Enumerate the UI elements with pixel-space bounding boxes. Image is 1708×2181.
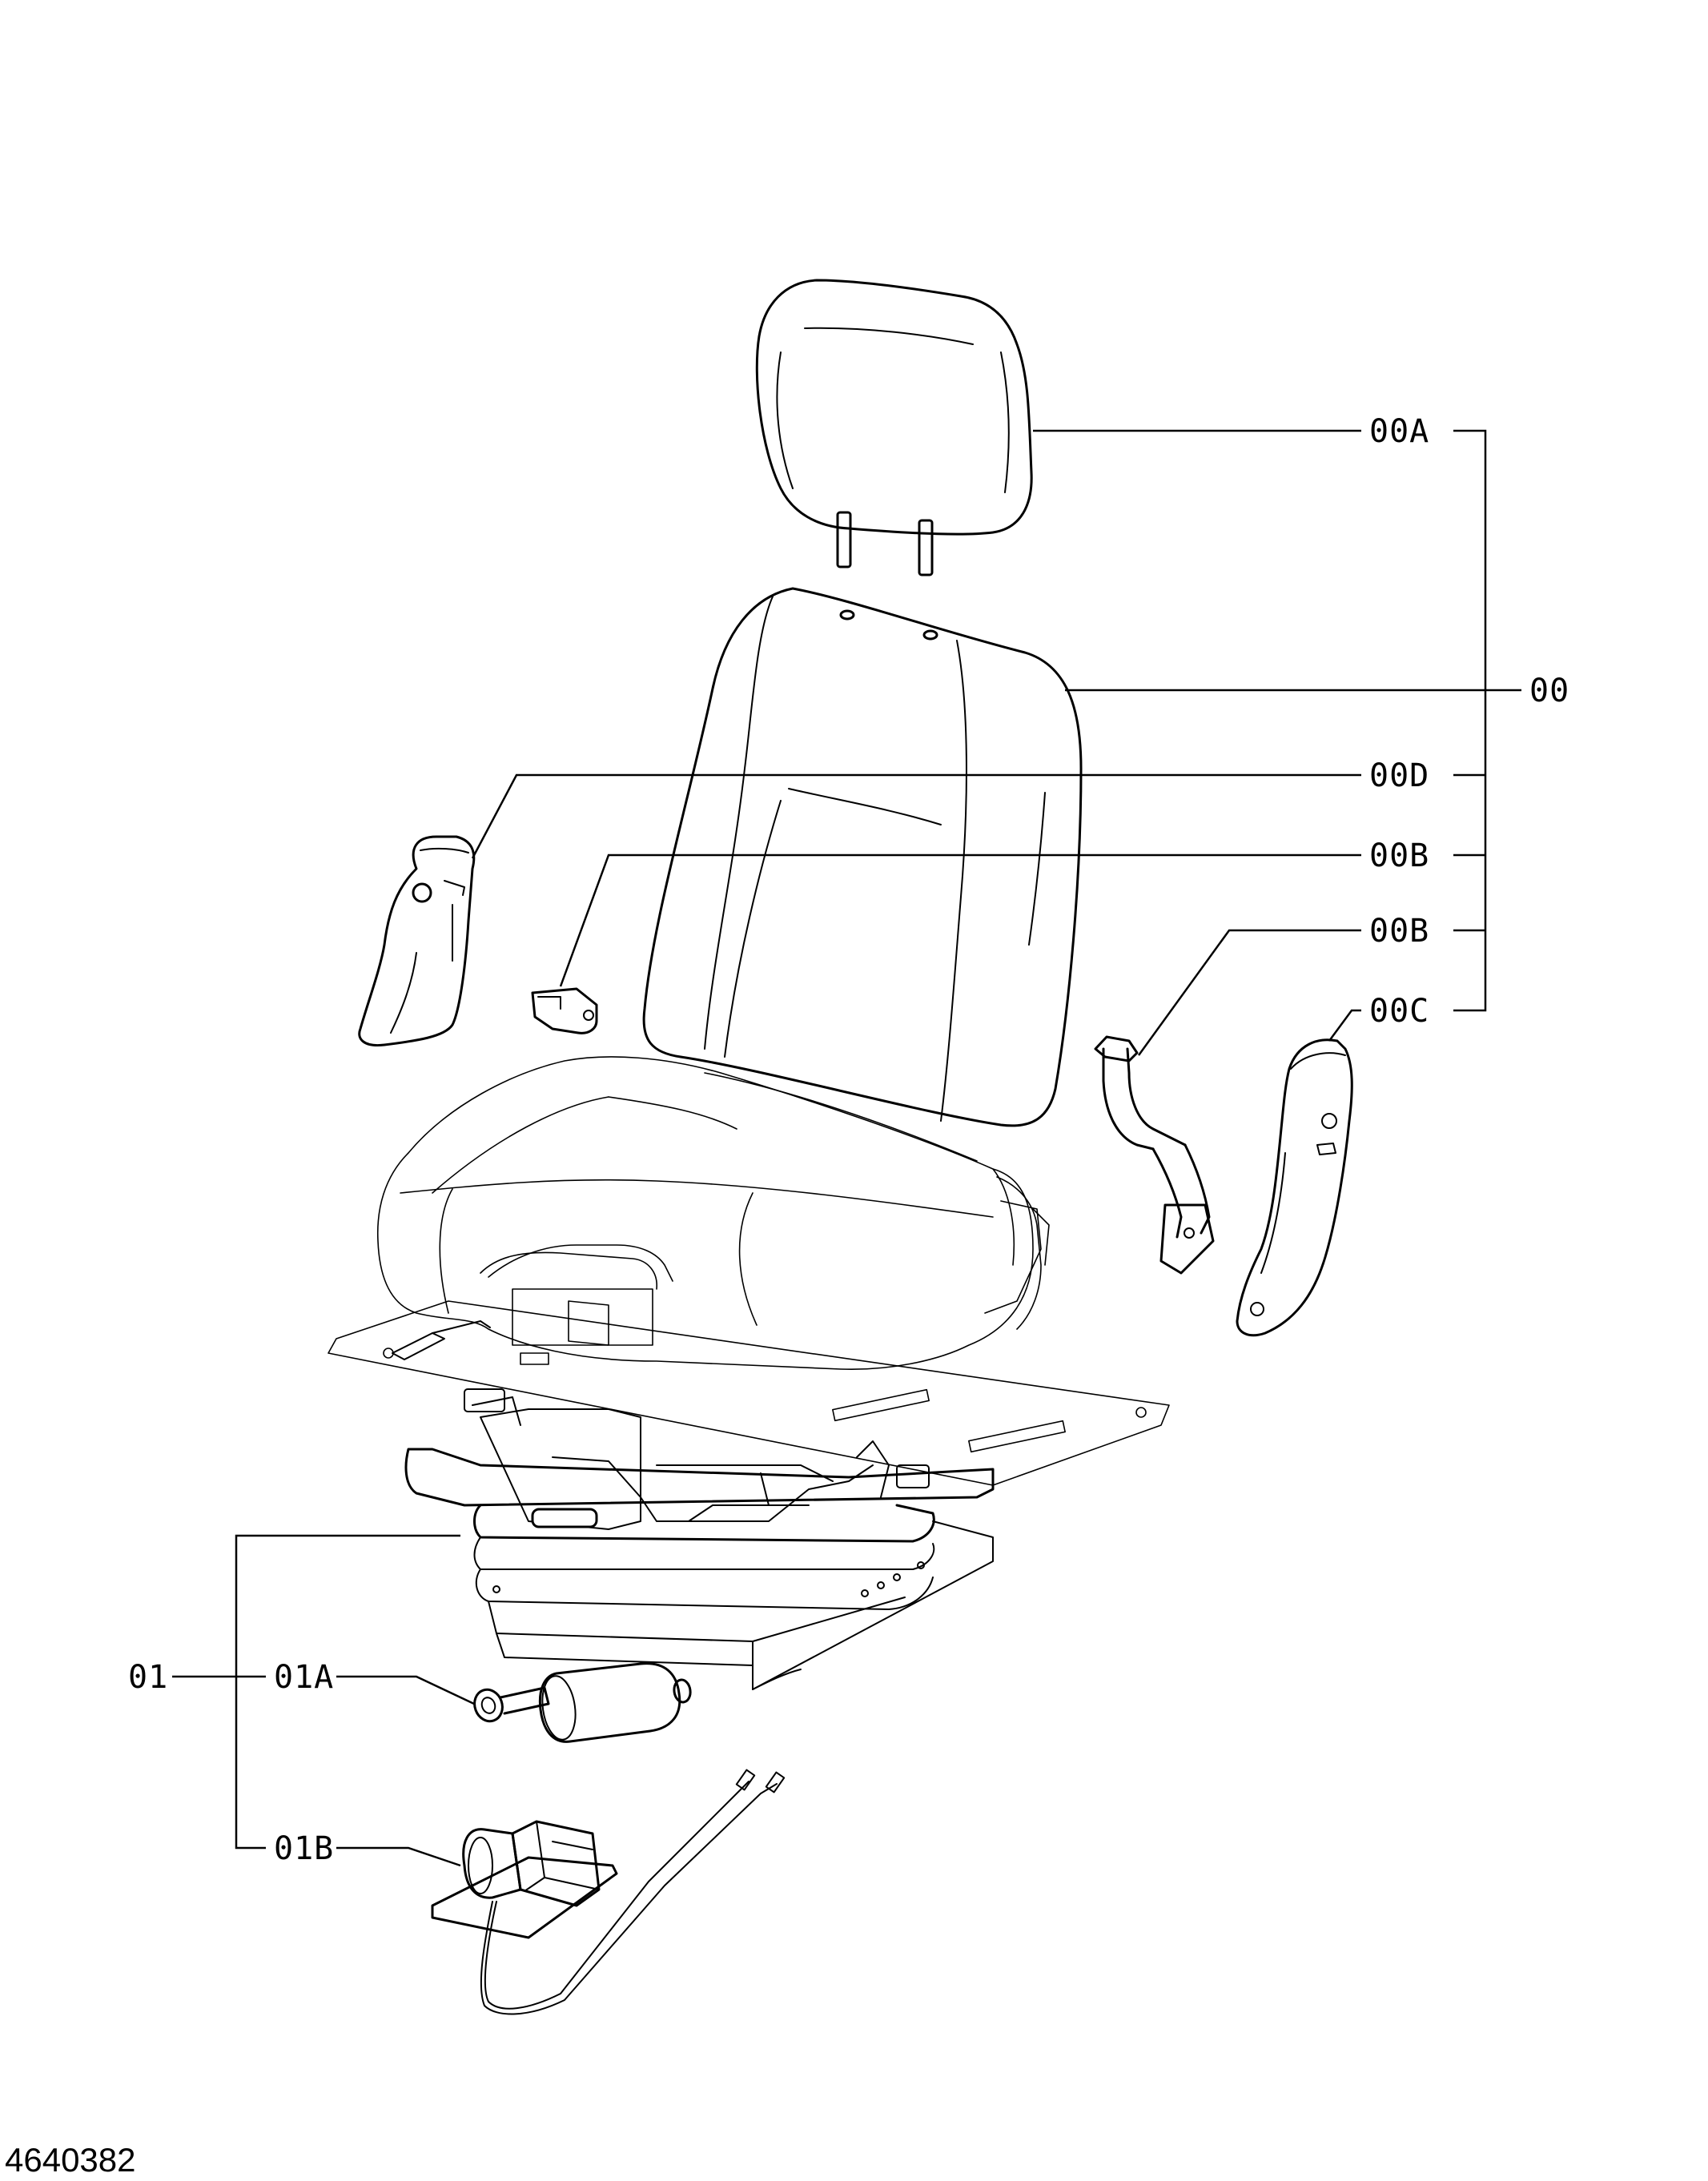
right-side-cover [1236,1038,1353,1337]
callout-00D: 00D [1369,757,1429,794]
callout-00: 00 [1529,673,1569,709]
callout-00B-top: 00B [1369,837,1429,874]
callout-01: 01 [128,1659,168,1696]
callout-00C: 00C [1369,993,1429,1030]
suspension-base [404,1388,995,1690]
leader-lines [172,429,1521,1867]
right-seatbelt [1094,1035,1215,1275]
callout-01B: 01B [274,1830,334,1867]
callout-00A: 00A [1369,413,1429,450]
callout-labels: 00A 00 00D 00B 00B 00C 01 01A 01B [128,413,1569,1867]
figure-number: 4640382 [5,2141,136,2179]
compressor [431,1769,786,2015]
left-side-cover [358,835,476,1047]
callout-01A: 01A [274,1659,334,1696]
backrest [642,587,1083,1127]
mount-plate [328,1300,1170,1486]
callout-00B-bottom: 00B [1369,913,1429,950]
seat-cushion [376,1056,1050,1371]
headrest [755,279,1033,576]
shock-absorber [473,1662,692,1743]
left-seatbelt-buckle [531,987,598,1034]
